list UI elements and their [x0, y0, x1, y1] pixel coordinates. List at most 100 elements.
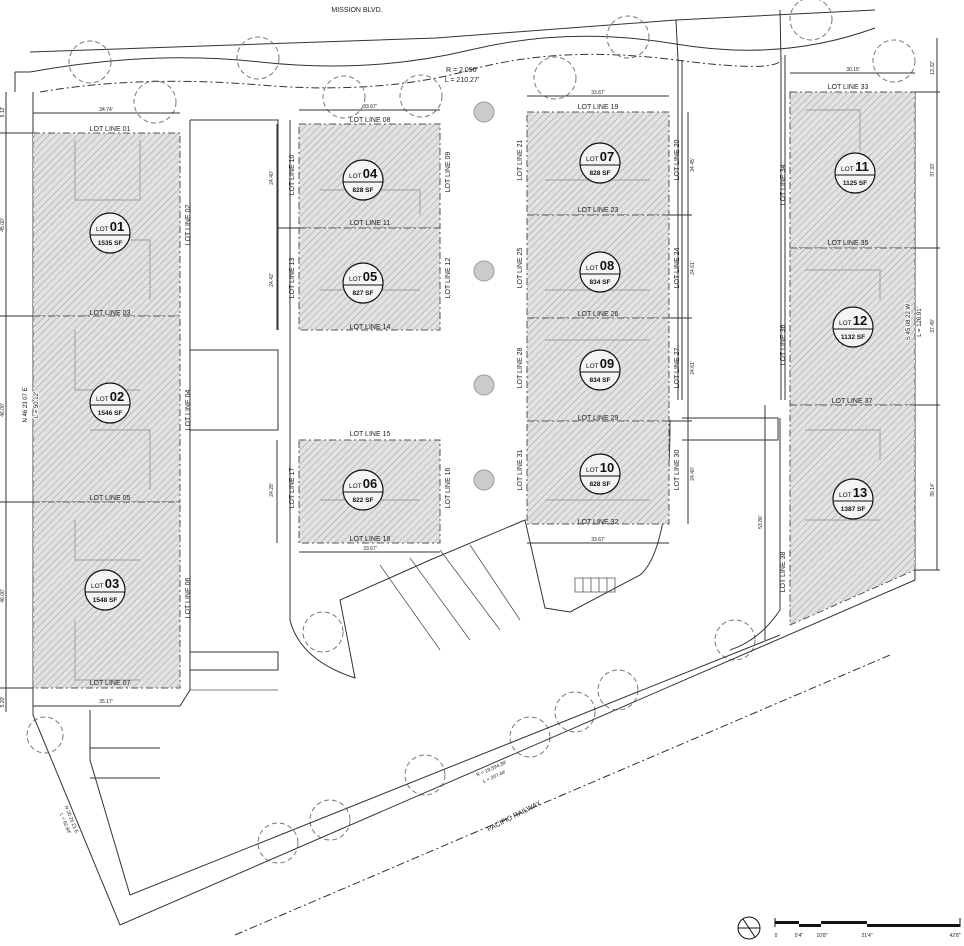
tree-icon — [322, 75, 366, 119]
tree-icon — [597, 669, 639, 711]
bearing-left: N 46 23 07 E — [23, 387, 29, 422]
tree-icon — [789, 0, 833, 41]
lot-line-label: LOT LINE 21 — [517, 140, 524, 181]
lot-line-label: LOT LINE 06 — [185, 578, 192, 619]
dimension-label: 46.00' — [0, 403, 6, 417]
dimension-label: 33.67' — [591, 90, 605, 96]
scale-bar: 0 5'4" 10'8" 21'4" 42'8" — [774, 918, 961, 939]
dimension-label: 34.74' — [99, 107, 113, 113]
curve-length-top: L = 210.27' — [445, 77, 479, 84]
lot-line-label: LOT LINE 25 — [517, 248, 524, 289]
svg-text:828 SF: 828 SF — [353, 187, 374, 194]
tree-icon — [257, 822, 299, 864]
scale-label: 42'8" — [949, 933, 960, 939]
mission-blvd-road: MISSION BLVD. R = 2,050' L = 210.27' — [14, 7, 876, 400]
svg-text:834 SF: 834 SF — [590, 279, 611, 286]
lot-line-label: LOT LINE 01 — [90, 126, 131, 133]
svg-text:1548 SF: 1548 SF — [93, 597, 118, 604]
tree-icon — [872, 39, 916, 83]
svg-text:828 SF: 828 SF — [590, 170, 611, 177]
dimension-label: 53.86' — [758, 515, 764, 529]
dimension-label: 24.61' — [690, 361, 696, 375]
lot-line-label: LOT LINE 30 — [674, 450, 681, 491]
length-left: L = 50.12' — [34, 392, 40, 418]
lot-line-label: LOT LINE 34 — [780, 165, 787, 206]
dimension-label: 5.20' — [0, 697, 6, 708]
svg-text:834 SF: 834 SF — [590, 377, 611, 384]
lot-line-label: LOT LINE 35 — [828, 240, 869, 247]
lot-line-label: LOT LINE 02 — [185, 205, 192, 246]
lot-line-label: LOT LINE 08 — [350, 117, 391, 124]
lot-line-label: LOT LINE 19 — [578, 104, 619, 111]
lot-line-label: LOT LINE 28 — [517, 348, 524, 389]
trees — [26, 0, 916, 864]
svg-text:LOT: LOT — [96, 226, 109, 233]
dimension-label: 24.40' — [690, 467, 696, 481]
svg-text:06: 06 — [363, 476, 377, 491]
svg-text:1125 SF: 1125 SF — [843, 180, 867, 187]
lot-line-label: LOT LINE 32 — [578, 519, 619, 526]
svg-text:1132 SF: 1132 SF — [841, 334, 865, 341]
dimension-label: 35.17' — [99, 699, 113, 705]
scale-label: 5'4" — [795, 933, 804, 939]
scale-label: 21'4" — [861, 933, 872, 939]
svg-text:1387 SF: 1387 SF — [841, 506, 866, 513]
svg-text:LOT: LOT — [839, 320, 852, 327]
lot-line-label: LOT LINE 29 — [578, 415, 619, 422]
lot-line-label: LOT LINE 13 — [289, 258, 296, 299]
svg-text:11: 11 — [855, 159, 869, 174]
svg-text:05: 05 — [363, 269, 377, 284]
svg-text:09: 09 — [600, 356, 614, 371]
lot-line-label: LOT LINE 31 — [517, 450, 524, 491]
dimension-label: 37.33' — [930, 163, 936, 177]
dimension-label: 9.12' — [0, 107, 6, 118]
dimension-label: 30.15' — [846, 67, 860, 73]
dimension-label: 13.32' — [930, 61, 936, 75]
tree-icon — [302, 611, 344, 653]
dimension-label: 24.28' — [269, 483, 275, 497]
lot-line-label: LOT LINE 26 — [578, 311, 619, 318]
street-label-mission-blvd: MISSION BLVD. — [331, 7, 382, 14]
lot-line-label: LOT LINE 37 — [832, 398, 873, 405]
dimension-label: 37.49' — [930, 319, 936, 333]
north-arrow-icon — [737, 916, 761, 940]
lot-line-label: LOT LINE 24 — [674, 248, 681, 289]
svg-text:LOT: LOT — [349, 276, 362, 283]
lot-line-label: LOT LINE 07 — [90, 680, 131, 687]
street-label-pacific-railway: PACIFIC RAILWAY — [486, 800, 542, 833]
side-bearings: N 46 23 07 E L = 50.12' S 45 08 22 W L =… — [22, 302, 924, 423]
tree-icon — [554, 691, 596, 733]
svg-text:12: 12 — [853, 313, 867, 328]
lot-line-labels: LOT LINE 01 LOT LINE 03 LOT LINE 05 LOT … — [90, 84, 873, 687]
svg-text:LOT: LOT — [349, 173, 362, 180]
tree-icon — [68, 40, 112, 84]
svg-text:LOT: LOT — [839, 492, 852, 499]
lot-line-label: LOT LINE 12 — [445, 258, 452, 299]
lot-line-label: LOT LINE 05 — [90, 495, 131, 502]
lot-line-label: LOT LINE 27 — [674, 348, 681, 389]
scale-label: 10'8" — [816, 933, 827, 939]
dimensions: 34.74' 33.67' 33.67' 30.15' 33.67' 33.67… — [0, 38, 940, 712]
lot-line-label: LOT LINE 20 — [674, 140, 681, 181]
svg-text:LOT: LOT — [841, 166, 854, 173]
svg-text:LOT: LOT — [96, 396, 109, 403]
lot-line-label: LOT LINE 16 — [445, 468, 452, 509]
lot-line-label: LOT LINE 36 — [780, 325, 787, 366]
tree-icon — [473, 374, 495, 396]
dimension-label: 33.67' — [591, 537, 605, 543]
lot-line-label: LOT LINE 14 — [350, 324, 391, 331]
lot-line-label: LOT LINE 15 — [350, 431, 391, 438]
bearing-right: S 45 08 22 W — [906, 303, 912, 340]
svg-text:LOT: LOT — [91, 583, 104, 590]
dimension-label: 33.67' — [363, 546, 377, 552]
scale-label: 0 — [775, 933, 778, 939]
tree-icon — [236, 36, 280, 80]
lot-line-label: LOT LINE 03 — [90, 310, 131, 317]
svg-text:08: 08 — [600, 258, 614, 273]
